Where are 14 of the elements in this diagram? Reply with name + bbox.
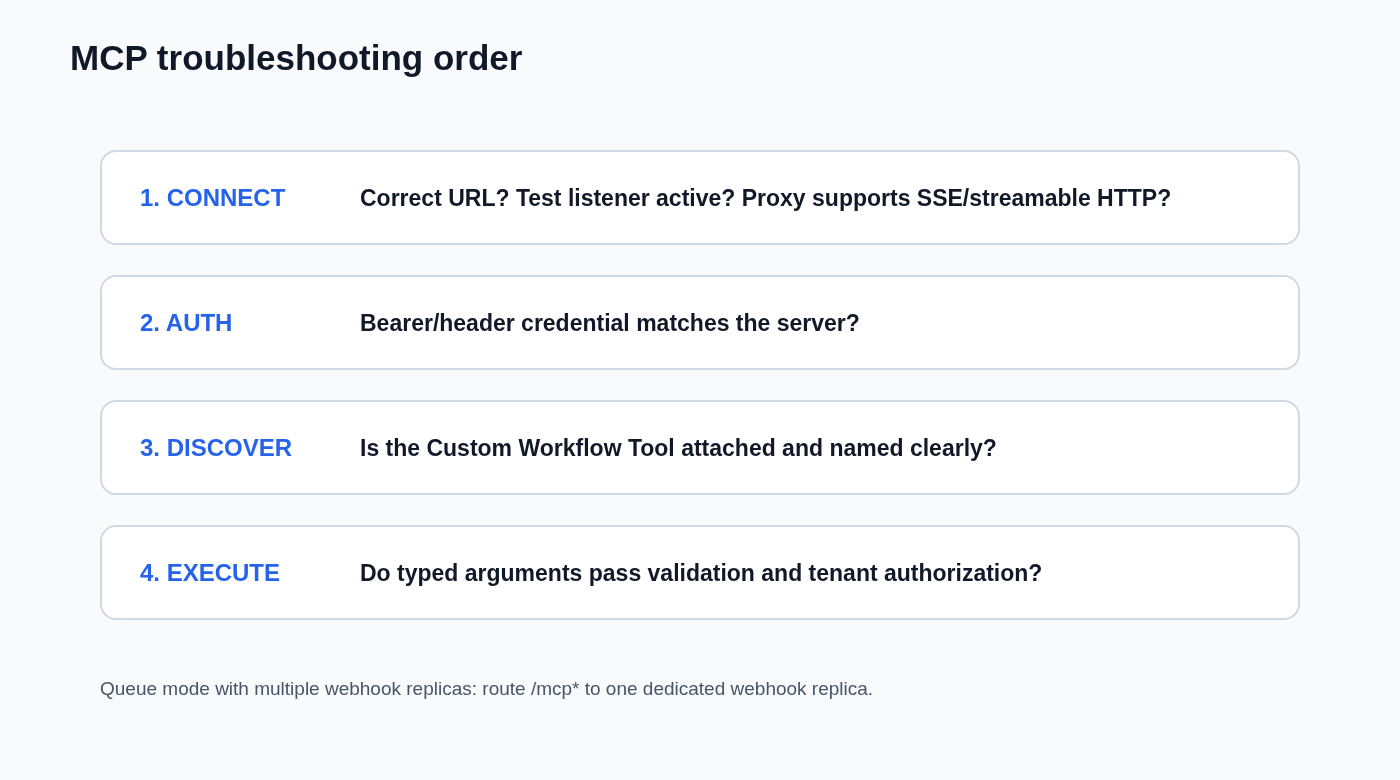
step-card: [100, 400, 1300, 495]
step-question: Correct URL? Test listener active? Proxy supports SSE/streamable HTTP?: [360, 183, 1172, 213]
step-label: 3. DISCOVER: [140, 432, 293, 463]
step-card: [100, 150, 1300, 245]
step-label: 4. EXECUTE: [140, 557, 281, 588]
step-question: Do typed arguments pass validation and tenant authorization?: [360, 558, 1043, 588]
page-title: MCP troubleshooting order: [70, 37, 523, 79]
step-label: 2. AUTH: [140, 307, 233, 338]
step-question: Is the Custom Workflow Tool attached and named clearly?: [360, 433, 997, 463]
step-card: [100, 275, 1300, 370]
step-card: [100, 525, 1300, 620]
step-question: Bearer/header credential matches the server?: [360, 308, 860, 338]
footnote: Queue mode with multiple webhook replicas: route /mcp* to one dedicated webhook replica.: [100, 677, 874, 701]
step-label: 1. CONNECT: [140, 182, 286, 213]
